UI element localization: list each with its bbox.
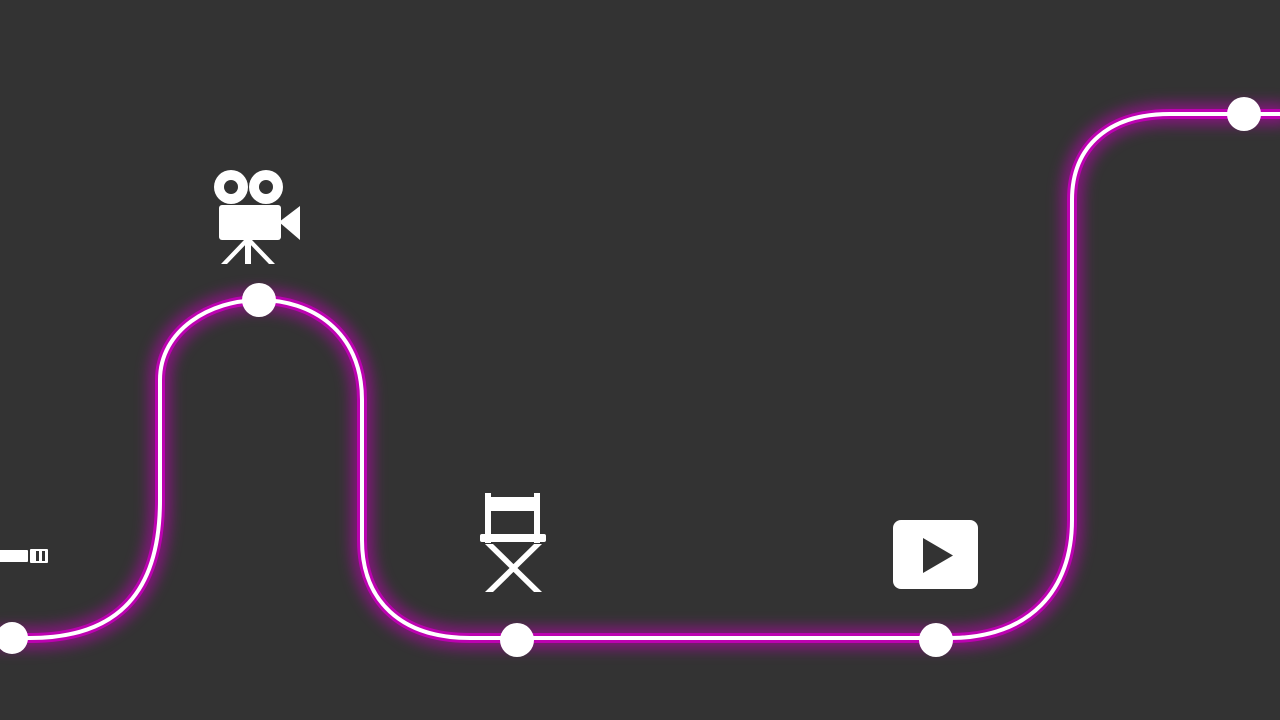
play-button-icon[interactable] [893, 520, 978, 589]
milestone-node-start[interactable] [0, 622, 28, 654]
milestone-node-shoot[interactable] [242, 283, 276, 317]
milestone-node-publish[interactable] [919, 623, 953, 657]
milestone-node-direct[interactable] [500, 623, 534, 657]
roadmap-path [0, 103, 1280, 649]
clapperboard-icon [0, 549, 48, 563]
director-chair-icon [480, 493, 546, 592]
film-camera-icon [214, 170, 300, 264]
milestone-node-end[interactable] [1227, 97, 1261, 131]
